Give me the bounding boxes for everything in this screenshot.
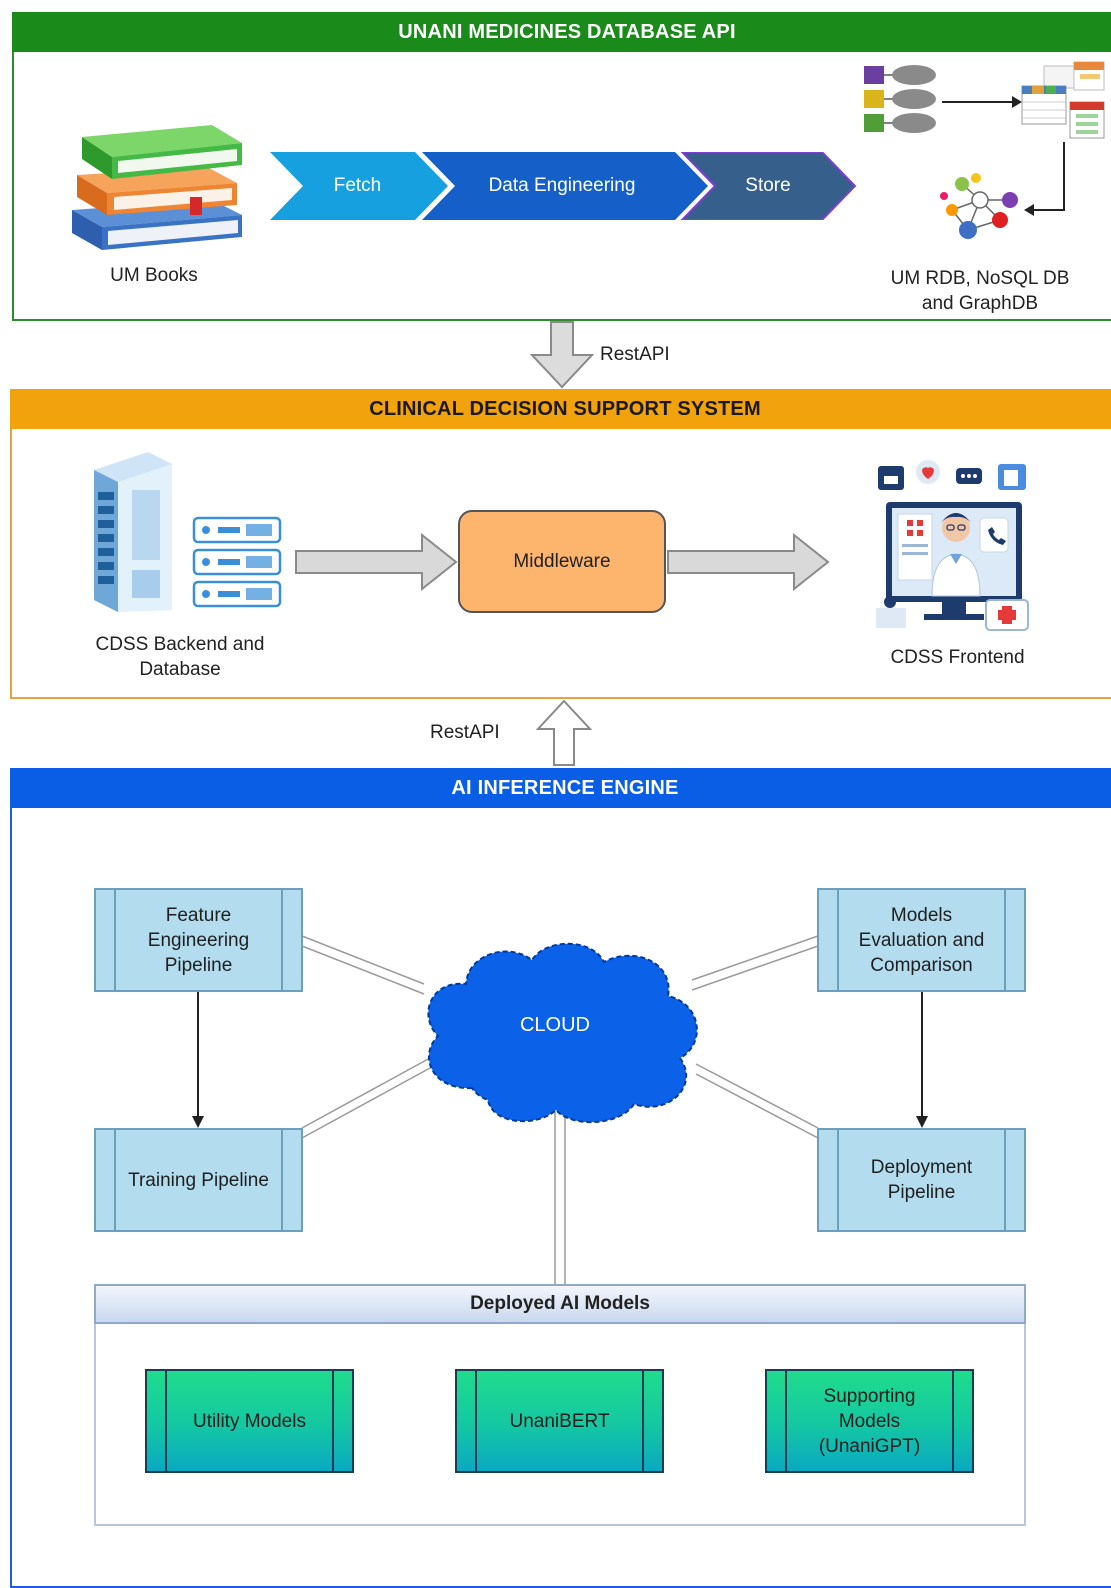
deployment-pipeline: Deployment Pipeline (817, 1128, 1026, 1232)
fetch-step: Fetch (333, 175, 382, 196)
data-engineering-step: Data Engineering (488, 175, 636, 196)
cloud-label: CLOUD (519, 1014, 590, 1036)
um-books-label: UM Books (110, 265, 198, 286)
cloud-icon (427, 942, 698, 1123)
feature-engineering-pipeline: Feature Engineering Pipeline (94, 888, 303, 992)
utility-models: Utility Models (145, 1369, 354, 1473)
restapi-top-label: RestAPI (600, 344, 670, 365)
unanibert-model: UnaniBERT (455, 1369, 664, 1473)
cdss-header: CLINICAL DECISION SUPPORT SYSTEM (10, 389, 1111, 429)
um-db-label: UM RDB, NoSQL DB and GraphDB (890, 268, 1070, 314)
cloud-connectors (301, 935, 819, 1284)
graph-db-icon (940, 173, 1018, 239)
key-value-store-icon (864, 65, 936, 133)
evaluation-to-deployment-arrow (916, 992, 928, 1128)
store-step: Store (745, 175, 791, 196)
deployed-models-title: Deployed AI Models (470, 1293, 650, 1314)
cdss-title: CLINICAL DECISION SUPPORT SYSTEM (369, 397, 761, 420)
supporting-models: Supporting Models (UnaniGPT) (765, 1369, 974, 1473)
ai-engine-title: AI INFERENCE ENGINE (451, 776, 679, 799)
deployed-models-header: Deployed AI Models (94, 1284, 1026, 1324)
restapi-bottom-label: RestAPI (430, 722, 500, 743)
doctor-frontend-icon (876, 460, 1029, 631)
middleware-to-frontend-arrow (667, 533, 830, 591)
cdss-frontend-label: CDSS Frontend (890, 647, 1025, 668)
store-chevron (680, 152, 857, 220)
models-evaluation-comparison: Models Evaluation and Comparison (817, 888, 1026, 992)
ai-engine-header: AI INFERENCE ENGINE (10, 768, 1111, 808)
backend-to-middleware-arrow (295, 533, 458, 591)
table-to-graph-arrow (1024, 142, 1065, 216)
data-engineering-chevron (422, 152, 708, 220)
um-api-header: UNANI MEDICINES DATABASE API (12, 12, 1111, 52)
fetch-chevron (270, 152, 448, 220)
server-database-icon (94, 452, 282, 612)
relational-tables-icon (1021, 61, 1105, 139)
middleware-box: Middleware (458, 510, 666, 613)
training-pipeline: Training Pipeline (94, 1128, 303, 1232)
books-icon (72, 125, 242, 250)
restapi-down-arrow (530, 321, 594, 389)
um-api-title: UNANI MEDICINES DATABASE API (398, 20, 736, 43)
um-pipeline-chevrons (270, 152, 857, 220)
cdss-backend-label: CDSS Backend and Database (95, 634, 265, 680)
feature-to-training-arrow (192, 992, 204, 1128)
kv-to-table-arrow (942, 96, 1022, 108)
middleware-label: Middleware (513, 550, 611, 572)
restapi-up-arrow (536, 699, 592, 766)
